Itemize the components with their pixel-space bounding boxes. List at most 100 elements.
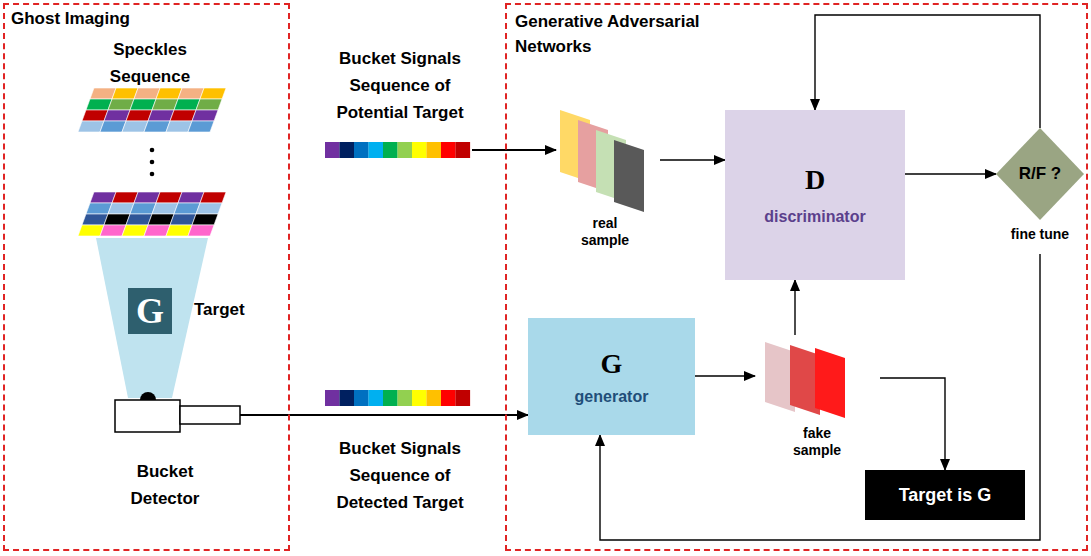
node-title: Generative Adversarial Networks xyxy=(515,9,730,59)
node-label: discriminator xyxy=(764,208,865,226)
speckle-cell xyxy=(178,88,204,99)
dot xyxy=(150,160,155,165)
detector-knob xyxy=(140,392,156,400)
node-title: fake sample xyxy=(787,425,847,459)
speckle-cell xyxy=(104,214,130,225)
sample-card xyxy=(815,348,845,418)
signal-segment xyxy=(412,390,427,406)
flow-arrow xyxy=(794,280,795,335)
speckle-cell xyxy=(130,203,156,214)
annotation-label: Bucket Signals Sequence of Detected Targ… xyxy=(320,435,480,516)
speckle-cell xyxy=(178,192,204,203)
signal-segment xyxy=(427,390,442,406)
signal-segment xyxy=(340,390,355,406)
speckle-cell xyxy=(100,121,126,132)
node-title: G xyxy=(128,288,172,334)
sequence-dots xyxy=(150,148,155,177)
diamond-shape xyxy=(996,128,1084,220)
discriminator-box: Ddiscriminator xyxy=(725,110,905,280)
speckle-cell xyxy=(192,214,218,225)
generator-box: Ggenerator xyxy=(528,318,695,435)
signal-segment xyxy=(441,142,456,158)
bucket-detector: Bucket Detector xyxy=(90,392,240,512)
signal-segment xyxy=(340,142,355,158)
node-title: Ghost Imaging xyxy=(11,9,130,29)
speckle-cell xyxy=(196,99,222,110)
node-title: Bucket Detector xyxy=(110,458,220,512)
bucket-detector-symbol xyxy=(115,392,240,432)
speckle-cell xyxy=(192,110,218,121)
flow-arrow xyxy=(905,173,996,174)
node-title: G xyxy=(601,348,623,380)
dashed-region: Generative Adversarial Networks real samp… xyxy=(505,3,1088,551)
signal-segment xyxy=(383,142,398,158)
speckle-cell xyxy=(86,203,112,214)
speckle-cell xyxy=(130,99,156,110)
speckle-cell xyxy=(134,88,160,99)
speckle-cell xyxy=(90,88,116,99)
speckle-cell xyxy=(188,121,214,132)
annotation-label: Bucket Signals Sequence of Potential Tar… xyxy=(320,45,480,126)
speckle-cell xyxy=(126,214,152,225)
node-title: D xyxy=(805,164,825,196)
speckle-cell xyxy=(174,203,200,214)
speckle-cell xyxy=(170,214,196,225)
signal-segment xyxy=(354,142,369,158)
speckle-cell xyxy=(78,225,104,236)
speckle-cell xyxy=(108,99,134,110)
speckle-cell xyxy=(112,192,138,203)
speckle-cell xyxy=(126,110,152,121)
node-label: generator xyxy=(575,388,649,406)
flow-arrow xyxy=(240,414,528,416)
speckle-cell xyxy=(78,121,104,132)
detector-tube xyxy=(180,406,240,424)
speckle-cell xyxy=(170,110,196,121)
signal-segment xyxy=(398,390,413,406)
speckle-cell xyxy=(148,214,174,225)
detector-body xyxy=(115,400,180,432)
speckle-cell xyxy=(200,88,226,99)
speckle-cell xyxy=(122,121,148,132)
speckle-cell xyxy=(166,225,192,236)
signal-segment xyxy=(398,142,413,158)
speckle-cell xyxy=(112,88,138,99)
speckle-cell xyxy=(166,121,192,132)
speckle-cell xyxy=(144,225,170,236)
node-title: real sample xyxy=(575,215,635,249)
node-label: fine tune xyxy=(992,226,1088,242)
speckle-cell xyxy=(152,99,178,110)
speckle-cell xyxy=(82,110,108,121)
decision-diamond: R/F ? fine tune xyxy=(992,128,1088,254)
result-box: Target is G xyxy=(865,470,1025,520)
signal-segment xyxy=(325,390,340,406)
flow-arrow xyxy=(880,378,945,470)
signal-arrow xyxy=(472,149,556,151)
signal-segment xyxy=(412,142,427,158)
speckle-cell xyxy=(200,192,226,203)
speckle-cell xyxy=(90,192,116,203)
signal-segment xyxy=(383,390,398,406)
speckle-cell xyxy=(174,99,200,110)
signal-segment xyxy=(441,390,456,406)
node-title: Target is G xyxy=(899,485,992,506)
dot xyxy=(150,172,155,177)
sample-card xyxy=(614,140,644,212)
speckle-cell xyxy=(144,121,170,132)
signal-segment xyxy=(369,142,384,158)
speckle-cell xyxy=(156,88,182,99)
speckle-cell xyxy=(122,225,148,236)
target-object: G Target xyxy=(128,288,268,336)
signal-segment xyxy=(354,390,369,406)
speckle-patterns xyxy=(78,88,226,236)
speckle-cell xyxy=(134,192,160,203)
node-label: Target xyxy=(194,300,245,320)
speckle-cell xyxy=(86,99,112,110)
speckle-cell xyxy=(82,214,108,225)
signal-segment xyxy=(325,142,340,158)
speckle-cell xyxy=(188,225,214,236)
light-beam xyxy=(96,238,208,398)
signal-segment xyxy=(456,142,471,158)
dot xyxy=(150,148,155,153)
node-title: R/F ? xyxy=(996,158,1084,190)
